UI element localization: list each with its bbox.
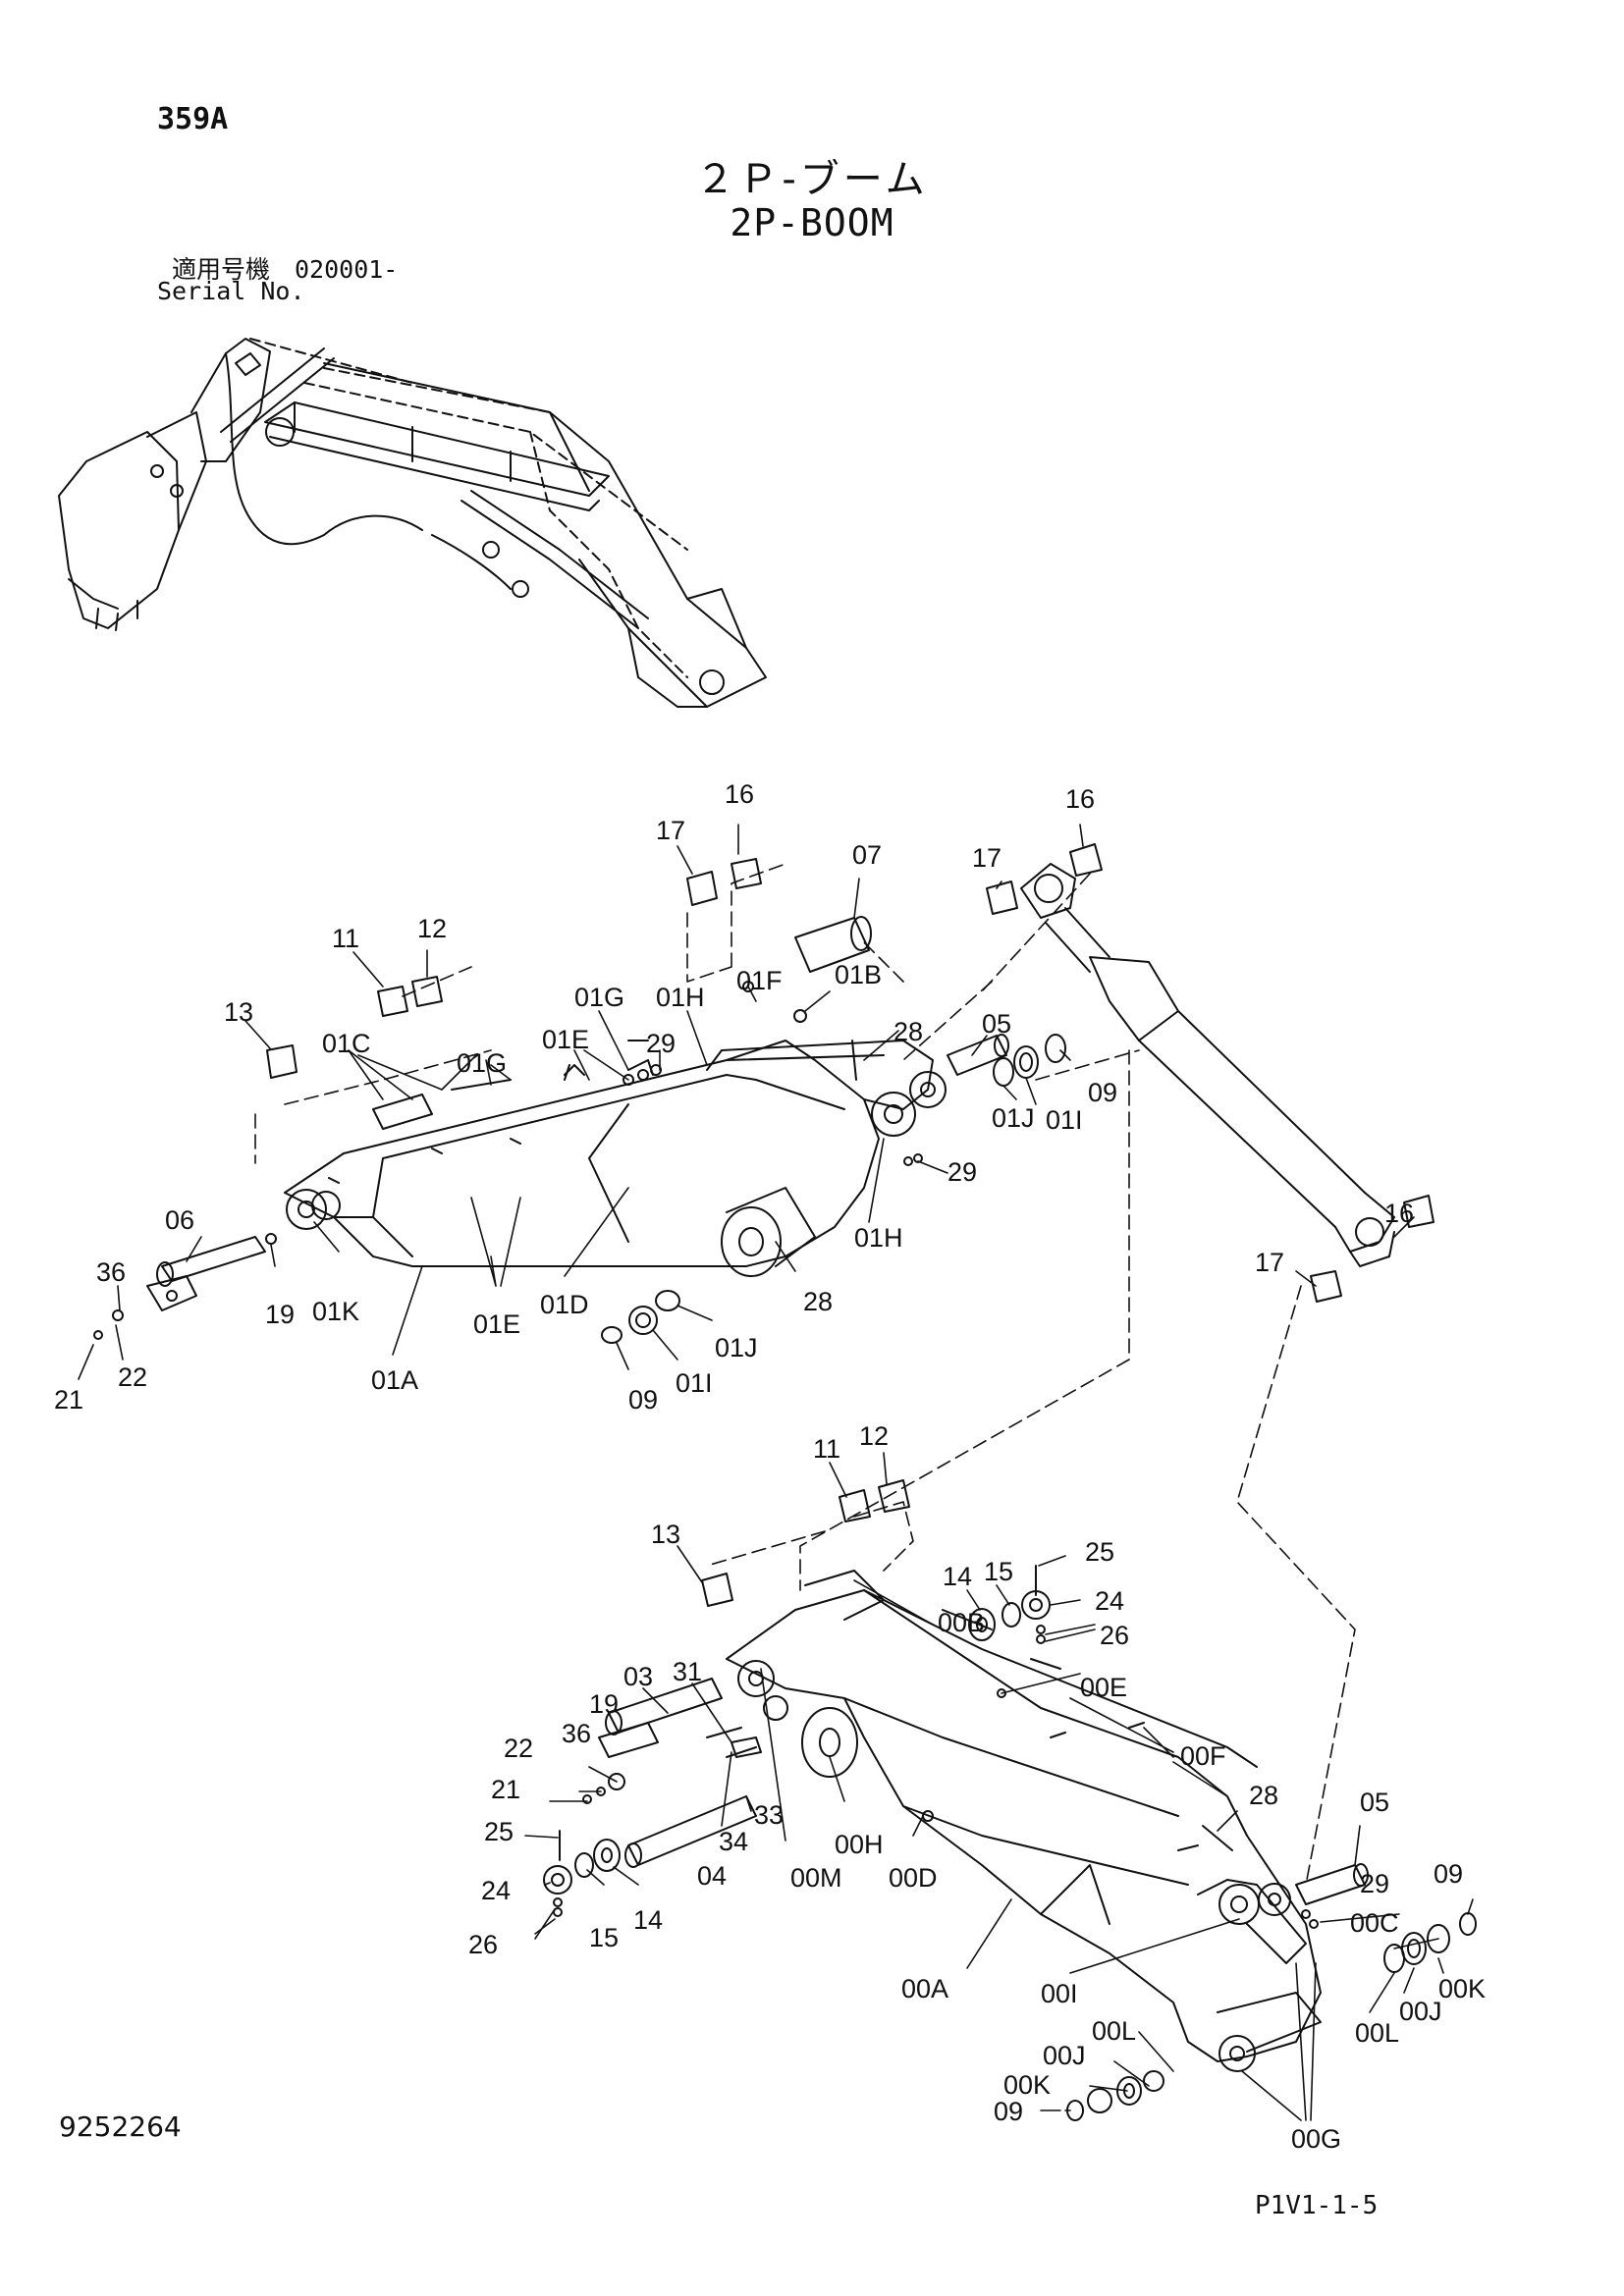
callout-label: 09 — [1434, 1859, 1463, 1889]
callout-label: 01J — [992, 1103, 1035, 1133]
callout-label: 01D — [540, 1290, 589, 1319]
callout-label: 01I — [676, 1368, 713, 1398]
callout-label: 28 — [1249, 1781, 1278, 1810]
callout-label: 09 — [628, 1385, 658, 1415]
callout-label: 09 — [994, 2097, 1023, 2126]
callout-label: 12 — [417, 914, 447, 943]
callout-label: 13 — [224, 997, 253, 1027]
callout-label: 01C — [322, 1029, 371, 1058]
callout-label: 00L — [1355, 2018, 1399, 2048]
callout-label: 00K — [1003, 2070, 1051, 2100]
callout-label: 09 — [1088, 1078, 1117, 1107]
page-code: 359A — [157, 102, 229, 136]
document-number: 9252264 — [59, 2110, 182, 2143]
callout-label: 00A — [901, 1974, 948, 2003]
callout-label: 25 — [1085, 1537, 1114, 1567]
callout-label: 26 — [468, 1930, 498, 1959]
upper-boom-section-illustration — [93, 858, 1066, 1344]
callout-label: 21 — [54, 1385, 83, 1415]
callout-label: 19 — [265, 1300, 295, 1329]
callout-label: 01I — [1046, 1105, 1083, 1135]
callout-label: 14 — [633, 1905, 663, 1935]
boom-cylinder-illustration — [986, 843, 1435, 1303]
callout-label: 00B — [938, 1608, 985, 1637]
callout-label: 17 — [1255, 1248, 1284, 1277]
callout-label: 01H — [854, 1223, 903, 1253]
callout-label: 12 — [859, 1421, 889, 1451]
callout-labels: 17 16 07 16 17 11 12 13 01G 01H 01F 01B … — [54, 779, 1486, 2154]
callout-label: 00K — [1438, 1974, 1486, 2003]
callout-label: 01A — [371, 1365, 418, 1395]
callout-label: 24 — [481, 1876, 511, 1905]
callout-label: 05 — [982, 1009, 1011, 1039]
callout-label: 01G — [457, 1048, 507, 1078]
callout-label: 01B — [835, 960, 882, 989]
callout-label: 36 — [562, 1719, 591, 1748]
callout-label: 01J — [715, 1333, 758, 1362]
page-title-english: 2P-BOOM — [730, 201, 894, 244]
callout-label: 03 — [623, 1662, 653, 1691]
page-reference: P1V1-1-5 — [1255, 2191, 1379, 2220]
callout-label: 29 — [947, 1157, 977, 1187]
callout-label: 01H — [656, 983, 705, 1012]
callout-label: 25 — [484, 1817, 514, 1846]
callout-label: 13 — [651, 1520, 680, 1549]
callout-label: 00C — [1350, 1908, 1399, 1938]
callout-label: 28 — [893, 1017, 923, 1046]
excavator-overview-illustration — [58, 338, 767, 708]
callout-label: 21 — [491, 1775, 520, 1804]
callout-label: 33 — [754, 1800, 784, 1830]
callout-label: 00F — [1180, 1741, 1226, 1771]
callout-label: 17 — [656, 816, 685, 845]
callout-label: 19 — [589, 1689, 619, 1719]
callout-label: 00M — [790, 1863, 842, 1893]
callout-label: 00H — [835, 1830, 884, 1859]
lower-boom-section-illustration — [543, 1479, 1477, 2121]
callout-label: 04 — [697, 1861, 727, 1891]
callout-label: 00I — [1041, 1979, 1078, 2008]
callout-label: 00E — [1080, 1673, 1127, 1702]
callout-label: 29 — [646, 1029, 676, 1058]
callout-label: 34 — [719, 1827, 748, 1856]
callout-label: 05 — [1360, 1788, 1389, 1817]
page-title-japanese: ２Ｐ-ブーム — [695, 157, 929, 202]
callout-label: 16 — [1065, 784, 1095, 814]
callout-label: 31 — [673, 1657, 702, 1686]
callout-label: 22 — [504, 1734, 533, 1763]
callout-label: 06 — [165, 1205, 194, 1235]
serial-label-english: Serial No. — [157, 277, 305, 305]
callout-label: 28 — [803, 1287, 833, 1316]
callout-label: 16 — [1384, 1199, 1414, 1228]
serial-label-japanese: 適用号機 020001- — [172, 255, 399, 284]
callout-label: 26 — [1100, 1621, 1129, 1650]
callout-label: 29 — [1360, 1869, 1389, 1898]
leader-lines — [78, 824, 1474, 2121]
callout-label: 14 — [943, 1562, 972, 1591]
callout-label: 01F — [736, 966, 783, 995]
callout-label: 07 — [852, 840, 882, 870]
callout-label: 24 — [1095, 1586, 1124, 1616]
alignment-lines — [254, 863, 1356, 1886]
callout-label: 00J — [1043, 2041, 1086, 2070]
callout-label: 00J — [1399, 1997, 1442, 2026]
callout-label: 01E — [473, 1309, 520, 1339]
callout-label: 11 — [332, 924, 359, 953]
callout-label: 00D — [889, 1863, 938, 1893]
callout-label: 01E — [542, 1025, 589, 1054]
callout-label: 17 — [972, 843, 1001, 873]
callout-label: 22 — [118, 1362, 147, 1392]
callout-label: 36 — [96, 1257, 126, 1287]
callout-label: 11 — [813, 1434, 840, 1464]
callout-label: 01G — [574, 983, 624, 1012]
callout-label: 01K — [312, 1297, 359, 1326]
callout-label: 00L — [1092, 2016, 1136, 2046]
callout-label: 00G — [1291, 2124, 1341, 2154]
callout-label: 15 — [984, 1557, 1013, 1586]
callout-label: 16 — [725, 779, 754, 809]
callout-label: 15 — [589, 1923, 619, 1952]
